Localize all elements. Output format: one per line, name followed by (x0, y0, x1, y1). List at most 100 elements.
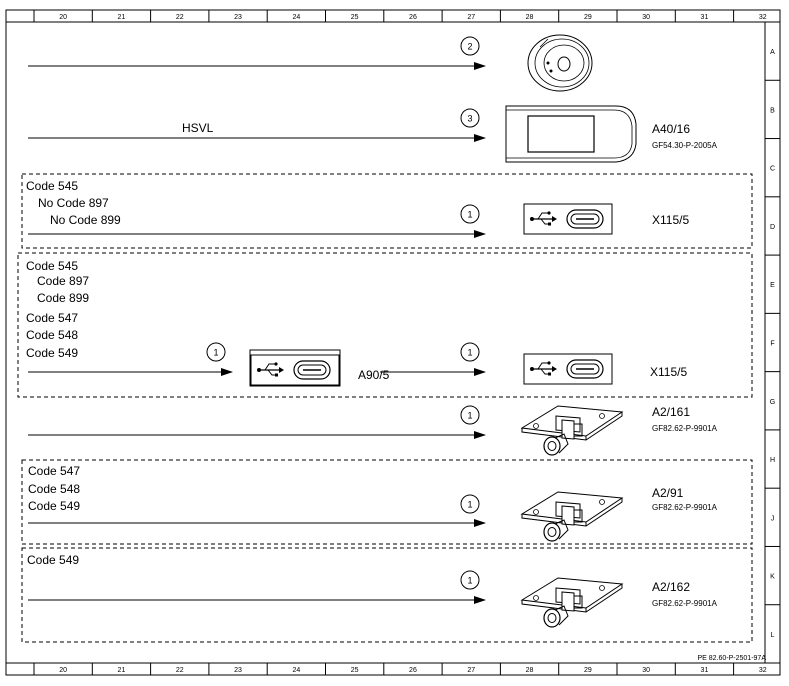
row-letter: A (770, 49, 775, 56)
reference-number: 3 (467, 114, 472, 124)
reference-circle (206, 342, 226, 362)
column-number: 23 (234, 667, 242, 674)
column-number: 27 (467, 14, 475, 21)
reference-circle (460, 108, 480, 128)
code-text: Code 548 (26, 328, 78, 342)
component-label: A2/91 (652, 486, 684, 500)
component-reference: GF82.62-P-9901A (652, 424, 718, 433)
code-text: No Code 899 (50, 213, 121, 227)
column-number: 21 (118, 14, 126, 21)
column-grid: 2020212122222323242425252626272728282929… (33, 10, 767, 675)
mid-component-label: A90/5 (358, 368, 390, 382)
antenna-module-icon (521, 405, 623, 456)
column-number: 29 (584, 667, 592, 674)
column-number: 22 (176, 14, 184, 21)
reference-circle (460, 570, 480, 590)
code-text: Code 548 (28, 482, 80, 496)
document-reference: PE 82.60-P-2501-97A (698, 655, 767, 662)
code-text: Code 545 (26, 259, 78, 273)
column-number: 28 (526, 667, 534, 674)
reference-number: 1 (467, 411, 472, 421)
option-box (21, 173, 753, 249)
reference-circle (460, 405, 480, 425)
component-reference: GF82.62-P-9901A (652, 503, 718, 512)
reference-circle (460, 36, 480, 56)
column-number: 21 (118, 667, 126, 674)
component-label: X115/5 (652, 213, 689, 227)
column-number: 30 (642, 14, 650, 21)
row-letter: C (770, 166, 775, 173)
reference-number: 1 (467, 500, 472, 510)
code-text: Code 547 (26, 311, 78, 325)
column-number: 31 (701, 667, 709, 674)
reference-number: 1 (467, 576, 472, 586)
section-antenna-1: 1 A2/161 GF82.62-P-9901A (28, 405, 718, 456)
antenna-module-icon (521, 491, 623, 542)
component-label: A40/16 (652, 122, 690, 136)
code-text: Code 549 (28, 499, 80, 513)
column-number: 20 (59, 14, 67, 21)
row-letter: K (770, 574, 775, 581)
row-letter: G (770, 399, 775, 406)
display-unit-icon (505, 105, 637, 163)
reference-circle (460, 494, 480, 514)
column-number: 30 (642, 667, 650, 674)
outer-frame (5, 9, 781, 676)
reference-number: 2 (467, 42, 472, 52)
row-letter: H (770, 457, 775, 464)
column-number: 28 (526, 14, 534, 21)
section-speaker: 2 (28, 34, 593, 92)
column-number: 32 (759, 667, 767, 674)
section-antenna-3: Code 549 1 A2/162 GF82.62-P-9901A (21, 547, 753, 643)
option-box (17, 252, 753, 398)
antenna-module-icon (521, 577, 623, 628)
signal-label: HSVL (182, 121, 214, 135)
reference-number: 1 (467, 210, 472, 220)
usb-c-socket-icon (250, 354, 340, 386)
row-letter: B (770, 107, 775, 114)
component-label: A2/162 (652, 580, 690, 594)
column-number: 23 (234, 14, 242, 21)
component-label: A2/161 (652, 405, 690, 419)
row-letter: J (771, 515, 775, 522)
component-label: X115/5 (650, 365, 687, 379)
section-display: HSVL 3 A40/16 GF54.30-P-2005A (28, 105, 718, 163)
round-speaker-icon (527, 34, 593, 92)
reference-circle (460, 342, 480, 362)
row-letter: D (770, 224, 775, 231)
column-number: 26 (409, 14, 417, 21)
row-letter: L (771, 632, 775, 639)
column-number: 29 (584, 14, 592, 21)
code-text: No Code 897 (38, 196, 109, 210)
usb-c-socket-icon (523, 203, 613, 235)
component-reference: GF54.30-P-2005A (652, 141, 718, 150)
component-reference: GF82.62-P-9901A (652, 599, 718, 608)
column-number: 31 (701, 14, 709, 21)
column-number: 24 (292, 667, 300, 674)
column-number: 25 (351, 667, 359, 674)
code-text: Code 549 (27, 553, 79, 567)
usb-c-socket-icon (523, 353, 613, 385)
code-text: Code 547 (28, 464, 80, 478)
row-letter: F (770, 341, 774, 348)
reference-circle (460, 204, 480, 224)
column-number: 24 (292, 14, 300, 21)
row-letter: E (770, 282, 775, 289)
section-antenna-2: Code 547 Code 548 Code 549 1 A2/91 GF82.… (21, 459, 753, 545)
code-text: Code 545 (26, 179, 78, 193)
column-number: 20 (59, 667, 67, 674)
column-number: 26 (409, 667, 417, 674)
section-usb-hub: Code 545 Code 897 Code 899 Code 547 Code… (17, 252, 753, 398)
column-number: 22 (176, 667, 184, 674)
code-text: Code 899 (37, 291, 89, 305)
row-grid: A B C D E F G H J K L (765, 49, 780, 639)
column-number: 27 (467, 667, 475, 674)
column-number: 25 (351, 14, 359, 21)
option-box (21, 547, 753, 643)
code-text: Code 897 (37, 274, 89, 288)
reference-number: 1 (213, 348, 218, 358)
option-box (21, 459, 753, 545)
column-number: 32 (759, 14, 767, 21)
